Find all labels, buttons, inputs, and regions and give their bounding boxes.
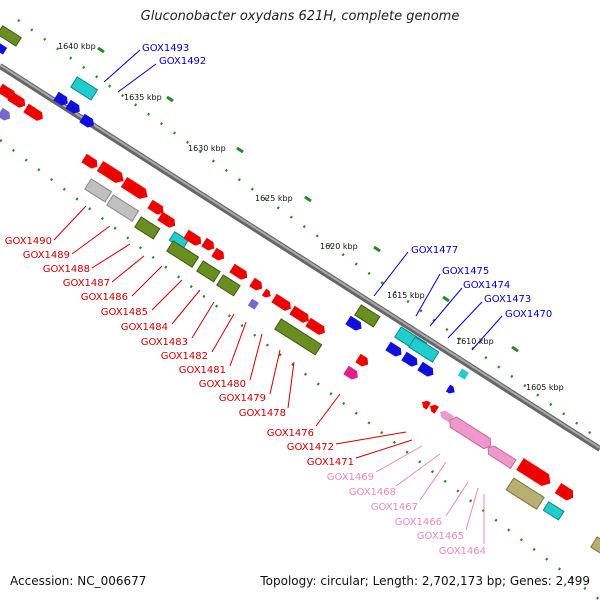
gene-olive bbox=[166, 240, 200, 268]
gene-label-GOX1470: GOX1470 bbox=[505, 309, 552, 320]
gene-label-GOX1479: GOX1479 bbox=[219, 393, 266, 404]
gene-red bbox=[516, 458, 551, 487]
gene-red bbox=[554, 482, 574, 501]
gene-blue bbox=[53, 91, 68, 106]
map-title: Gluconobacter oxydans 621H, complete gen… bbox=[140, 9, 460, 24]
gene-label-GOX1481: GOX1481 bbox=[179, 365, 226, 376]
genome-backbone bbox=[0, 63, 600, 452]
gene-label-GOX1471: GOX1471 bbox=[307, 457, 354, 468]
gene-purple bbox=[0, 107, 11, 121]
gene-red bbox=[211, 247, 225, 261]
scale-label-1630: 1630 kbp bbox=[188, 144, 226, 153]
scale-label-1635: 1635 kbp bbox=[124, 93, 162, 102]
pink-gene-labels: GOX1469 GOX1468 GOX1467 GOX1466 GOX1465 … bbox=[327, 472, 486, 557]
gene-label-GOX1485: GOX1485 bbox=[101, 307, 148, 318]
scale-label-1610: 1610 kbp bbox=[456, 337, 494, 346]
gene-blue bbox=[65, 99, 80, 114]
gene-label-GOX1469: GOX1469 bbox=[327, 472, 374, 483]
gene-red bbox=[81, 153, 98, 169]
gene-red bbox=[96, 160, 124, 183]
gene-label-GOX1484: GOX1484 bbox=[121, 322, 168, 333]
gene-cyan bbox=[70, 76, 99, 101]
gene-red bbox=[422, 400, 431, 410]
scale-label-1605: 1605 kbp bbox=[526, 383, 564, 392]
gene-olive bbox=[134, 216, 161, 240]
gene-label-GOX1478: GOX1478 bbox=[239, 408, 286, 419]
gene-label-GOX1465: GOX1465 bbox=[417, 531, 464, 542]
red-gene-labels: GOX1490 GOX1489 GOX1488 GOX1487 GOX1486 … bbox=[5, 236, 354, 468]
gene-label-GOX1474: GOX1474 bbox=[463, 280, 510, 291]
gene-gray bbox=[106, 194, 140, 222]
gene-label-GOX1466: GOX1466 bbox=[395, 517, 442, 528]
gene-blue bbox=[0, 42, 8, 55]
gene-pink bbox=[487, 445, 517, 470]
gene-magenta bbox=[343, 365, 358, 380]
gene-features bbox=[0, 25, 600, 556]
gene-label-GOX1472: GOX1472 bbox=[287, 442, 334, 453]
gene-red bbox=[183, 229, 202, 246]
gene-red bbox=[23, 103, 43, 121]
gene-olive bbox=[274, 318, 323, 356]
scale-label-1625: 1625 kbp bbox=[255, 194, 293, 203]
gene-red bbox=[261, 288, 271, 298]
gene-label-GOX1475: GOX1475 bbox=[442, 266, 489, 277]
gene-label-GOX1488: GOX1488 bbox=[43, 264, 90, 275]
gene-red bbox=[157, 211, 176, 228]
gene-blue bbox=[345, 315, 362, 331]
gene-label-GOX1487: GOX1487 bbox=[63, 278, 110, 289]
gene-red bbox=[147, 199, 164, 215]
gene-khaki bbox=[590, 536, 600, 556]
gene-label-GOX1490: GOX1490 bbox=[5, 236, 52, 247]
blue-gene-labels: GOX1493 GOX1492 GOX1477 GOX1475 GOX1474 … bbox=[142, 43, 552, 320]
gene-label-GOX1480: GOX1480 bbox=[199, 379, 246, 390]
scale-label-1640: 1640 kbp bbox=[58, 42, 96, 51]
accession-text: Accession: NC_006677 bbox=[10, 574, 147, 588]
gene-gray bbox=[84, 178, 113, 203]
gene-cyan bbox=[457, 368, 469, 380]
gene-label-GOX1473: GOX1473 bbox=[484, 294, 531, 305]
gene-red bbox=[430, 404, 439, 414]
gene-purple bbox=[247, 298, 259, 310]
gene-pink bbox=[449, 416, 491, 450]
gene-blue bbox=[385, 341, 402, 357]
gene-blue bbox=[417, 361, 434, 377]
gene-cyan bbox=[408, 336, 440, 363]
gene-olive bbox=[354, 304, 381, 328]
gene-label-GOX1492: GOX1492 bbox=[159, 56, 206, 67]
gene-red bbox=[271, 293, 291, 311]
gene-khaki bbox=[505, 477, 545, 510]
gene-label-GOX1476: GOX1476 bbox=[267, 428, 314, 439]
gene-olive bbox=[0, 25, 22, 47]
gene-red bbox=[120, 176, 148, 199]
gene-blue bbox=[445, 384, 455, 394]
scale-label-1615: 1615 kbp bbox=[387, 291, 425, 300]
gene-label-GOX1467: GOX1467 bbox=[371, 502, 418, 513]
scale-ticks bbox=[97, 46, 519, 353]
gene-red bbox=[201, 237, 215, 251]
gene-label-GOX1486: GOX1486 bbox=[81, 292, 128, 303]
gene-label-GOX1464: GOX1464 bbox=[439, 546, 486, 557]
gene-red bbox=[305, 317, 325, 335]
gene-label-GOX1483: GOX1483 bbox=[141, 337, 188, 348]
gene-red bbox=[289, 305, 309, 323]
gene-label-GOX1477: GOX1477 bbox=[411, 245, 458, 256]
gene-red bbox=[7, 91, 26, 108]
scale-labels: 1640 kbp 1635 kbp 1630 kbp 1625 kbp 1620… bbox=[58, 42, 564, 392]
gene-cyan bbox=[542, 501, 565, 521]
gene-blue bbox=[79, 113, 94, 128]
gene-olive bbox=[216, 274, 241, 297]
topology-text: Topology: circular; Length: 2,702,173 bp… bbox=[260, 574, 590, 588]
gene-red bbox=[249, 277, 263, 291]
leader-lines bbox=[53, 49, 503, 544]
gene-label-GOX1482: GOX1482 bbox=[161, 351, 208, 362]
gene-label-GOX1489: GOX1489 bbox=[23, 250, 70, 261]
gene-red bbox=[229, 263, 248, 280]
gene-label-GOX1468: GOX1468 bbox=[349, 487, 396, 498]
gene-label-GOX1493: GOX1493 bbox=[142, 43, 189, 54]
gene-olive bbox=[196, 260, 221, 283]
scale-label-1620: 1620 kbp bbox=[320, 242, 358, 251]
gene-blue bbox=[401, 351, 418, 367]
gene-red bbox=[355, 353, 369, 367]
